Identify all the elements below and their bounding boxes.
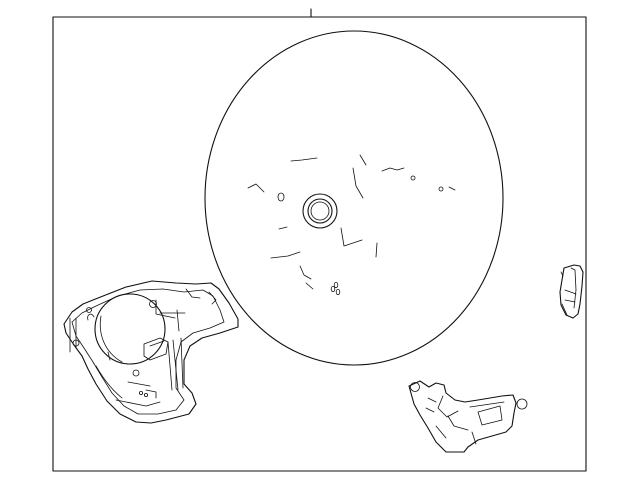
steering-wheel-hub xyxy=(302,193,338,229)
mounting-clip xyxy=(559,264,584,319)
steering-wheel-rim xyxy=(204,30,504,366)
airbag-cover-module xyxy=(63,280,239,424)
steering-wheel xyxy=(204,30,504,366)
diagram-frame xyxy=(52,16,587,472)
switch-assembly xyxy=(408,380,528,453)
